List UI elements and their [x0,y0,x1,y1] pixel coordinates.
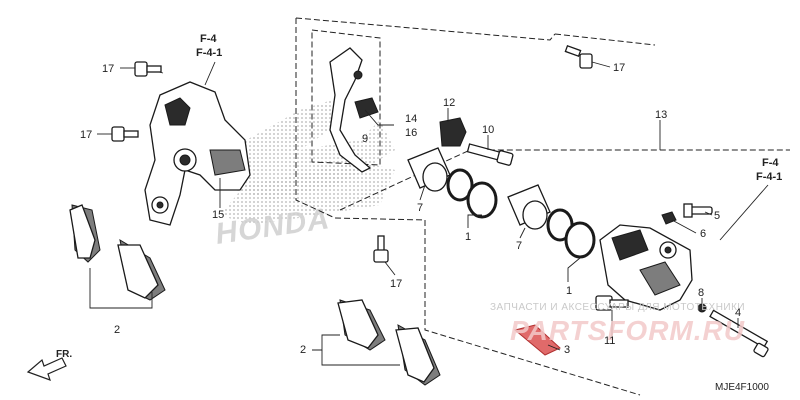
label-17-top-right: 17 [613,62,625,74]
boot-12 [439,117,467,147]
bolt-17-mid-left [111,126,139,142]
label-14: 14 [405,113,417,125]
pad-spring-9 [329,47,379,173]
bolt-17-bottom [373,235,389,263]
piston-seals-1-right [546,208,596,259]
slide-pin-10 [466,143,514,166]
front-direction-arrow: FR. [26,349,72,381]
piston-seals-1-left [446,168,498,219]
shop-watermark-line: ЗАПЧАСТИ И АКСЕССУАРЫ ДЛЯ МОТОТЕХНИКИ [490,302,745,313]
label-10: 10 [482,124,494,136]
pad-shim-3 [513,324,561,356]
bolt-17-top-left [134,61,164,77]
label-17-bottom: 17 [390,278,402,290]
ref-f4-left: F-4 [200,33,217,45]
piston-7-left [407,147,451,192]
label-9: 9 [362,133,368,145]
label-4: 4 [735,307,741,319]
pad-pin-4 [709,309,769,358]
label-2-left: 2 [114,324,120,336]
label-7-left: 7 [417,202,423,214]
label-7-right: 7 [516,240,522,252]
ref-f41-right: F-4-1 [756,171,782,183]
shop-watermark-name: PARTSFORM.RU [510,315,745,346]
brake-pads-left [69,204,166,301]
bolt-11 [595,295,629,311]
label-17-top-left: 17 [102,63,114,75]
label-15: 15 [212,209,224,221]
label-2-bottom: 2 [300,344,306,356]
caliper-body-right [599,224,693,311]
caliper-bracket-left [144,81,251,226]
brake-pads-bottom [337,299,441,386]
label-5: 5 [714,210,720,222]
ref-f4-right: F-4 [762,157,779,169]
leader-lines [89,61,769,366]
bleeder-cap-6 [661,211,677,225]
front-direction-label: FR. [56,349,72,360]
label-1-left: 1 [465,231,471,243]
label-8: 8 [698,287,704,299]
label-6: 6 [700,228,706,240]
label-3: 3 [564,344,570,356]
label-13: 13 [655,109,667,121]
diagram-code: MJE4F1000 [715,382,769,393]
piston-7-right [507,184,551,230]
label-17-mid-left: 17 [80,129,92,141]
assembly-outline [295,17,790,396]
ref-f41-left: F-4-1 [196,47,222,59]
honda-wing-logo [220,96,395,225]
label-1-right: 1 [566,285,572,297]
label-12: 12 [443,97,455,109]
bolt-17-top-right [564,44,593,69]
label-16: 16 [405,127,417,139]
label-11: 11 [604,335,615,347]
bleed-screw-5 [683,203,713,218]
